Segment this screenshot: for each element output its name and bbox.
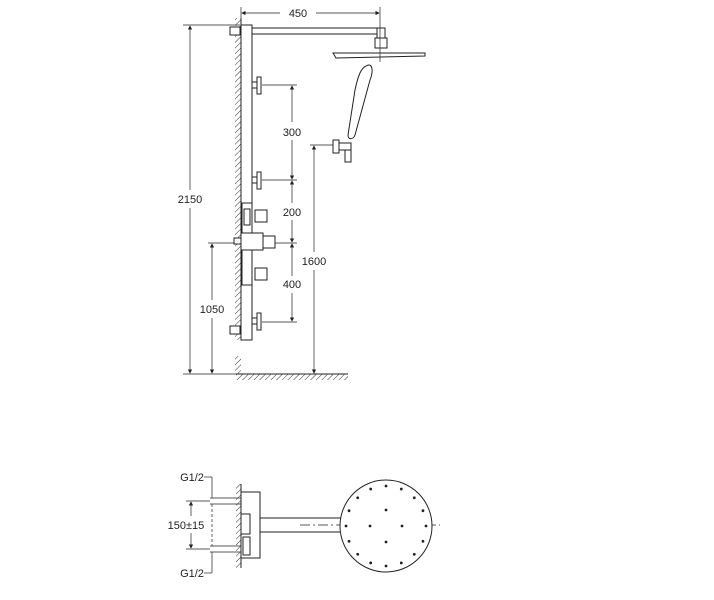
rain-shower-head [332, 52, 426, 59]
nozzle-dot [347, 539, 351, 543]
nozzle-dot [424, 524, 428, 528]
nozzle-dot [368, 524, 372, 528]
dim-label-g12-bottom: G1/2 [180, 568, 204, 580]
dim-label-400: 400 [283, 279, 301, 291]
inlet-connector [233, 237, 242, 245]
dim-label-300: 300 [283, 127, 301, 139]
plan-shower-head [339, 479, 433, 573]
hand-shower-outlet [243, 208, 251, 226]
hand-shower [347, 64, 373, 140]
elevation-view: 450 2150 1050 300 200 [178, 7, 426, 380]
nozzle-dot [356, 496, 360, 500]
nozzle-dot [369, 487, 373, 491]
dimension-300-200-400: 300 200 400 [262, 84, 301, 323]
nozzle-dot [412, 496, 416, 500]
wall-hatch [235, 18, 241, 340]
thermostat-body [240, 232, 264, 251]
nozzle-dot [399, 487, 403, 491]
dim-label-200: 200 [283, 207, 301, 219]
dimension-1600: 1600 [302, 144, 333, 374]
shower-arm [251, 27, 384, 35]
plan-mixer [240, 513, 251, 535]
hand-shower-wall-holder [332, 139, 340, 154]
nozzle-dot [421, 539, 425, 543]
plan-wall-hatch [236, 484, 241, 568]
wall-bracket-top [229, 26, 241, 36]
dim-label-1050: 1050 [200, 304, 224, 316]
nozzle-dot [384, 540, 388, 544]
dimension-1050: 1050 [200, 242, 234, 374]
nozzle-dot [421, 509, 425, 513]
nozzle-dot [384, 564, 388, 568]
dim-label-g12-top: G1/2 [180, 472, 204, 484]
nozzle-dot [399, 561, 403, 565]
dim-label-2150: 2150 [178, 194, 202, 206]
nozzle-dot [356, 552, 360, 556]
wall-bracket-bottom [229, 325, 241, 335]
hand-shower-hose-end [344, 149, 352, 163]
nozzle-dot [347, 509, 351, 513]
plan-view: G1/2 G1/2 150±15 [168, 472, 440, 580]
nozzle-dot [412, 552, 416, 556]
dim-label-1600: 1600 [302, 256, 326, 268]
thermostat-knob [262, 235, 276, 249]
body-jet-3 [251, 312, 262, 331]
nozzle-dot [384, 484, 388, 488]
wall-hatch-lower [235, 356, 241, 374]
nozzle-dot [384, 508, 388, 512]
body-jet-1 [251, 76, 262, 95]
dim-label-450: 450 [289, 8, 307, 20]
plan-dimensions: G1/2 G1/2 150±15 [168, 472, 213, 580]
shower-column [240, 24, 253, 341]
diverter-knob-upper [254, 209, 268, 223]
dim-label-150: 150±15 [168, 520, 205, 532]
body-jet-2 [251, 171, 262, 190]
arm-elbow [376, 27, 386, 39]
floor-hatch [236, 374, 348, 380]
shower-head-nozzles [344, 484, 428, 568]
nozzle-dot [344, 524, 348, 528]
nozzle-dot [400, 524, 404, 528]
dimension-450: 450 [240, 7, 381, 62]
nozzle-dot [369, 561, 373, 565]
plan-outlet [242, 536, 251, 556]
hand-shower-bracket [338, 142, 352, 151]
diverter-knob-lower [254, 267, 268, 281]
head-swivel [374, 37, 388, 49]
dimension-2150: 2150 [178, 24, 240, 375]
